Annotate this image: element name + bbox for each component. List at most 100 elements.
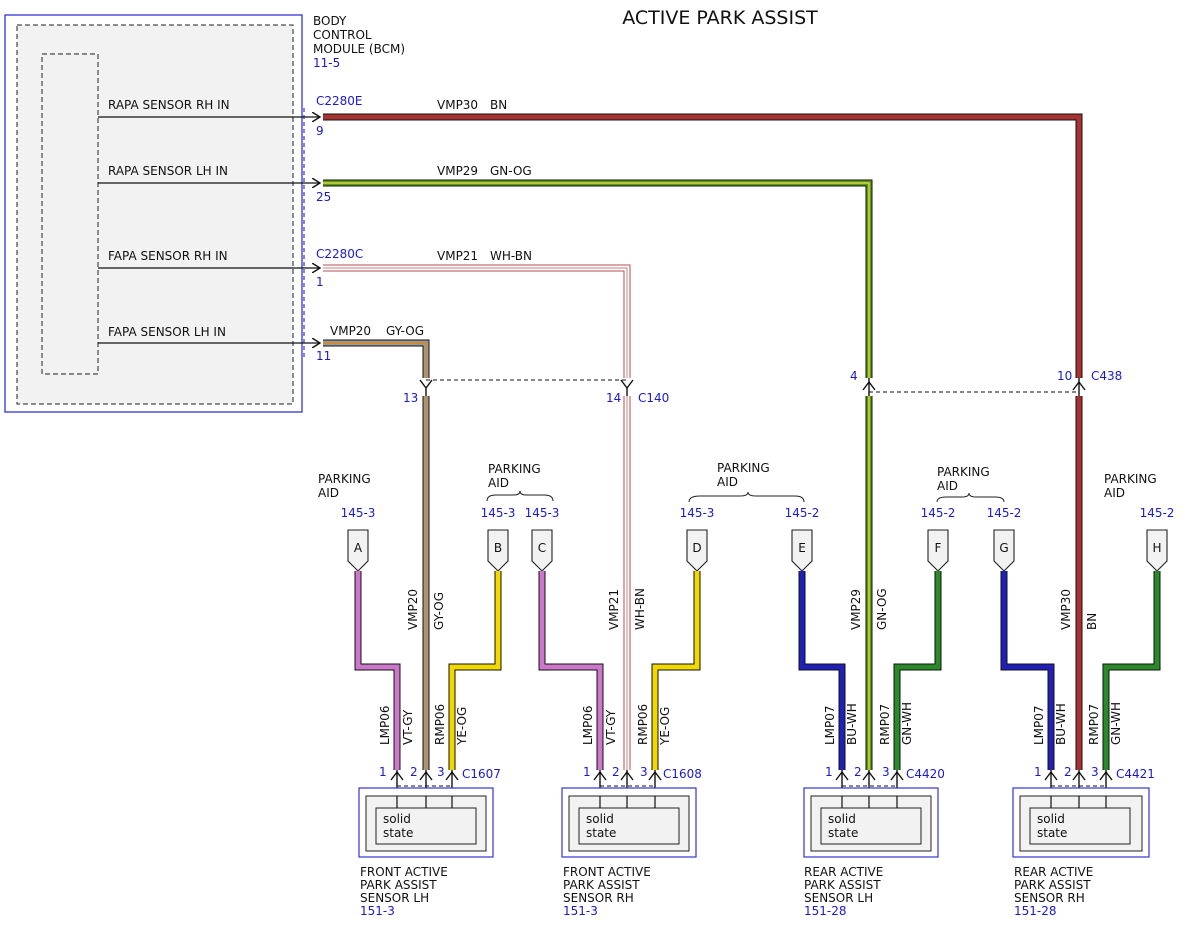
sensor-rear-rh <box>1012 770 1150 858</box>
parking-aid-braces <box>486 490 1005 503</box>
wire-label-vmp30: VMP30 <box>437 98 478 112</box>
parking-aid-label-fg-1: PARKING <box>937 465 990 479</box>
bcm-pin-1: 1 <box>316 275 324 289</box>
wire-lmp07-rear-lh <box>798 571 846 770</box>
parking-aid-ref-c: 145-3 <box>525 506 560 520</box>
sensor3-name-1: REAR ACTIVE <box>804 865 883 879</box>
sensor1-connector: C1607 <box>462 767 501 781</box>
riser-label-bn: BN <box>1085 613 1099 630</box>
wire-rmp06-front-lh <box>448 571 502 770</box>
splice-letter-d: D <box>692 541 701 555</box>
sensor2-ref: 151-3 <box>563 904 598 918</box>
wire-label-vmp29: VMP29 <box>437 164 478 178</box>
sensor2-pin-2: 2 <box>612 765 620 779</box>
riser-label-vmp20: VMP20 <box>406 589 420 630</box>
input-label-fapa-lh: FAPA SENSOR LH IN <box>108 325 226 339</box>
sensor3-connector: C4420 <box>906 767 945 781</box>
label-vt-gy-1: VT-GY <box>401 709 415 745</box>
sensor4-device-1: solid <box>1037 812 1065 826</box>
wire-label-vmp20: VMP20 <box>330 324 371 338</box>
parking-aid-label-de-1: PARKING <box>717 461 770 475</box>
splice-b-icon <box>487 529 509 572</box>
sensor4-pin-3: 3 <box>1091 765 1099 779</box>
parking-aid-label-a-1: PARKING <box>318 472 371 486</box>
label-rmp07-4: RMP07 <box>1087 704 1101 745</box>
sensor3-name-2: PARK ASSIST <box>804 878 881 892</box>
splice-g-icon <box>993 529 1015 572</box>
sensor3-pin-2: 2 <box>854 765 862 779</box>
c438-pin-10: 10 <box>1057 369 1072 383</box>
sensor1-pin-1: 1 <box>379 765 387 779</box>
bcm-internal-block <box>41 53 99 375</box>
riser-label-gn-og: GN-OG <box>875 588 889 630</box>
sensor2-name-1: FRONT ACTIVE <box>563 865 651 879</box>
sensor2-connector: C1608 <box>663 767 702 781</box>
connector-c2280e: C2280E <box>316 94 363 108</box>
parking-aid-ref-d: 145-3 <box>680 506 715 520</box>
connector-c140-symbol <box>419 379 634 396</box>
sensor1-name-2: PARK ASSIST <box>360 878 437 892</box>
label-gn-wh-3: GN-WH <box>900 702 914 745</box>
parking-aid-label-fg-2: AID <box>937 479 958 493</box>
label-lmp07-3: LMP07 <box>823 705 837 745</box>
connector-c2280c: C2280C <box>316 247 363 261</box>
sensor3-pin-1: 1 <box>825 765 833 779</box>
sensor1-name-3: SENSOR LH <box>360 891 429 905</box>
label-bu-wh-4: BU-WH <box>1054 703 1068 745</box>
sensor4-connector: C4421 <box>1116 767 1155 781</box>
bcm-name-line-1: BODY <box>313 14 347 28</box>
wire-rmp06-front-rh <box>651 571 701 770</box>
wire-lmp06-front-rh <box>538 571 604 770</box>
splice-letter-a: A <box>354 541 363 555</box>
bcm-ref: 11-5 <box>313 56 340 70</box>
splice-a-icon <box>347 529 369 572</box>
sensor3-ref: 151-28 <box>804 904 847 918</box>
splice-letter-e: E <box>798 541 806 555</box>
parking-aid-ref-g: 145-2 <box>987 506 1022 520</box>
riser-label-wh-bn: WH-BN <box>633 588 647 630</box>
sensor2-pin-3: 3 <box>640 765 648 779</box>
wire-lmp06-front-lh <box>354 571 401 770</box>
input-label-rapa-lh: RAPA SENSOR LH IN <box>108 164 228 178</box>
c140-label: C140 <box>638 391 669 405</box>
parking-aid-label-h-1: PARKING <box>1104 472 1157 486</box>
splice-letter-c: C <box>538 541 546 555</box>
parking-aid-ref-a: 145-3 <box>341 506 376 520</box>
splice-d-icon <box>686 529 708 572</box>
sensor2-device-1: solid <box>586 812 614 826</box>
sensor4-name-1: REAR ACTIVE <box>1014 865 1093 879</box>
wire-lmp07-rear-rh <box>1000 571 1055 770</box>
sensor1-ref: 151-3 <box>360 904 395 918</box>
bcm-name-line-3: MODULE (BCM) <box>313 42 405 56</box>
parking-aid-ref-f: 145-2 <box>921 506 956 520</box>
parking-aid-label-de-2: AID <box>717 475 738 489</box>
c140-pin-13: 13 <box>403 391 418 405</box>
sensor2-pin-1: 1 <box>583 765 591 779</box>
sensor4-pin-2: 2 <box>1064 765 1072 779</box>
wire-vmp20 <box>323 339 430 770</box>
riser-label-gy-og: GY-OG <box>432 592 446 630</box>
bcm-pin-11: 11 <box>316 349 331 363</box>
label-bu-wh-3: BU-WH <box>845 703 859 745</box>
splice-f-icon <box>927 529 949 572</box>
sensor4-name-3: SENSOR RH <box>1014 891 1085 905</box>
sensor2-name-3: SENSOR RH <box>563 891 634 905</box>
parking-aid-ref-e: 145-2 <box>785 506 820 520</box>
sensor1-name-1: FRONT ACTIVE <box>360 865 448 879</box>
label-ye-og-1: YE-OG <box>455 707 469 746</box>
splice-c-icon <box>531 529 553 572</box>
parking-aid-label-bc-2: AID <box>488 476 509 490</box>
sensor-rear-lh <box>803 770 939 858</box>
splice-letter-f: F <box>935 541 942 555</box>
c438-label: C438 <box>1091 369 1122 383</box>
bcm-module <box>4 14 305 413</box>
sensor-front-rh <box>561 770 697 858</box>
bcm-pin-25: 25 <box>316 190 331 204</box>
splice-letter-b: B <box>494 541 502 555</box>
sensor-front-lh <box>358 770 494 858</box>
parking-aid-label-h-2: AID <box>1104 486 1125 500</box>
diagram-title: ACTIVE PARK ASSIST <box>622 7 818 29</box>
wire-label-gn-og: GN-OG <box>490 164 532 178</box>
sensor4-name-2: PARK ASSIST <box>1014 878 1091 892</box>
